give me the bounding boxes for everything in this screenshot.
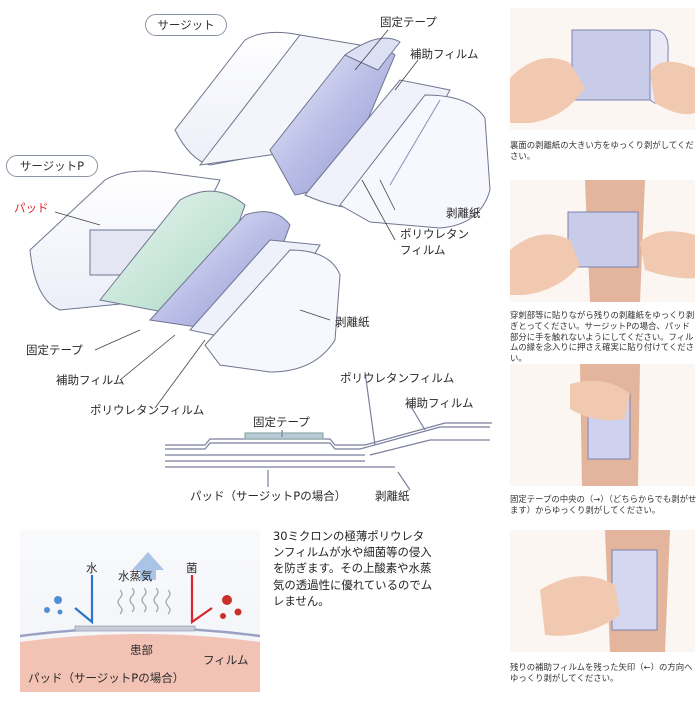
cs-polyurethane-label: ポリウレタンフィルム	[340, 371, 455, 385]
vapor-label: 水蒸気	[118, 569, 153, 583]
surgit-tag: サージット	[145, 14, 227, 36]
cross-section	[165, 371, 492, 491]
aux-film-label-2: 補助フィルム	[56, 373, 125, 387]
cs-pad-label: パッド（サージットPの場合）	[190, 489, 347, 503]
step2-photo	[510, 180, 695, 302]
inset-pad-label: パッド（サージットPの場合）	[28, 671, 185, 685]
water-label: 水	[86, 561, 98, 575]
film-label: フィルム	[203, 653, 249, 667]
polyurethane-label-2: ポリウレタンフィルム	[90, 403, 205, 417]
step3-photo	[510, 364, 695, 486]
surgitP-drawing	[29, 170, 341, 373]
fixing-tape-label-2: 固定テープ	[26, 343, 83, 357]
polyurethane-label-1b: フィルム	[400, 243, 446, 257]
wound-label: 患部	[130, 643, 153, 657]
bacteria-label: 菌	[186, 561, 198, 575]
cs-fixing-tape-label: 固定テープ	[253, 415, 310, 429]
pad-label: パッド	[14, 201, 49, 215]
surgitP-tag: サージットP	[6, 155, 98, 177]
product-illustration	[29, 29, 492, 491]
release-paper-label-2: 剥離紙	[335, 315, 370, 329]
step4-caption: 残りの補助フィルムを残った矢印（←）の方向へゆっくり剥がしてください。	[510, 662, 693, 683]
feature-note: 30ミクロンの極薄ポリウレタンフィルムが水や細菌等の侵入を防ぎます。その上酸素や…	[273, 529, 433, 608]
polyurethane-label-1: ポリウレタン	[400, 227, 469, 241]
moisture-inset: 水 水蒸気 菌 患部 フィルム パッド（サージットPの場合）	[20, 530, 260, 692]
release-paper-label-1: 剥離紙	[446, 206, 481, 220]
cs-aux-film-label: 補助フィルム	[405, 396, 474, 410]
step3-caption: 固定テープの中央の（→）（どちらからでも剥がせます）からゆっくり剥がしてください…	[510, 494, 697, 515]
fixing-tape-label-1: 固定テープ	[380, 15, 437, 29]
step4-photo	[510, 530, 695, 652]
aux-film-label-1: 補助フィルム	[410, 47, 479, 61]
step1-caption: 裏面の剥離紙の大きい方をゆっくり剥がしてください。	[510, 140, 694, 161]
cs-release-paper-label: 剥離紙	[375, 489, 410, 503]
step1-photo	[510, 8, 695, 130]
step2-caption: 穿刺部等に貼りながら残りの剥離紙をゆっくり剥ぎとってください。サージットPの場合…	[510, 310, 695, 363]
surgit-drawing	[174, 31, 491, 229]
